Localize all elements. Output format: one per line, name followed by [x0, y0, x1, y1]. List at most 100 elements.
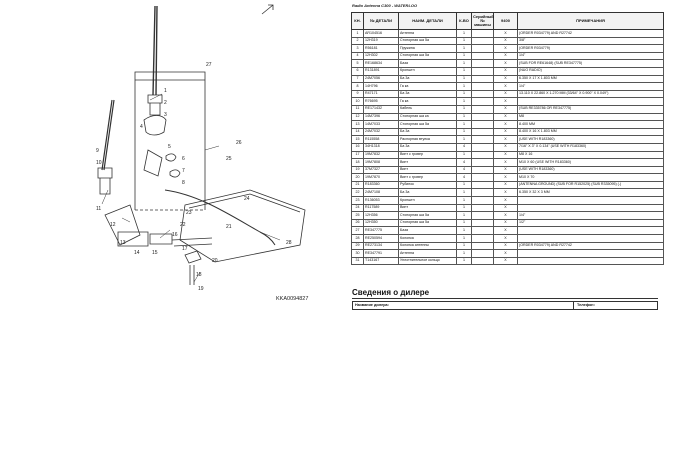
cell-part-name: Ба 3а [398, 142, 457, 152]
cell-part-name: Антенна [398, 249, 457, 258]
cell-key-number: 26 [351, 218, 364, 228]
cell-part-name: Винт [398, 158, 457, 167]
callout-3: 3 [164, 112, 167, 118]
cell-serial-number [471, 158, 494, 167]
orientation-arrow-icon [261, 4, 274, 15]
callout-20: 20 [212, 258, 218, 264]
cell-key-number: 9 [351, 89, 364, 99]
cell-key-number: 1 [351, 29, 364, 38]
cell-notes [517, 97, 664, 106]
cell-serial-number [471, 173, 494, 182]
cell-notes: 7/16" X 3" X 0.134" (USE WITH R183360) [517, 142, 664, 152]
cell-notes [517, 234, 664, 243]
mounting-plate [179, 189, 306, 263]
cell-quantity: 1 [456, 196, 472, 205]
parts-table: КН. № ДЕТАЛИ НАИМ. ДЕТАЛИ К-ВО Серийный … [351, 12, 664, 266]
cell-model-9400: X [493, 218, 518, 228]
cell-model-9400: X [493, 82, 518, 91]
cell-key-number: 4 [351, 51, 364, 61]
cell-part-name: Стопорная ша 5а [398, 51, 457, 61]
callout-14: 14 [134, 250, 140, 256]
callout-17: 17 [182, 246, 188, 252]
cell-key-number: 5 [351, 59, 364, 68]
callout-8: 8 [182, 180, 185, 186]
cell-quantity: 1 [456, 203, 472, 213]
cell-quantity: 1 [456, 135, 472, 144]
cell-model-9400: X [493, 211, 518, 220]
cell-serial-number [471, 249, 494, 258]
cell-part-number: R131891 [363, 66, 399, 76]
cell-part-number: 19M7870 [363, 173, 399, 182]
cell-model-9400: X [493, 226, 518, 236]
cell-part-name: Стопорная ша 5а [398, 120, 457, 129]
cell-part-name: Винт с гровер [398, 150, 457, 160]
callout-21: 21 [226, 224, 232, 230]
cell-part-number: R76695 [363, 97, 399, 106]
cell-key-number: 7 [351, 74, 364, 84]
cell-key-number: 11 [351, 104, 364, 114]
cell-model-9400: X [493, 89, 518, 99]
cell-serial-number [471, 59, 494, 68]
cell-part-number: 14M7033 [363, 120, 399, 129]
column-header-serial-number: Серийный № машины [471, 12, 494, 30]
cell-model-9400: X [493, 142, 518, 152]
cell-model-9400: X [493, 112, 518, 122]
cell-serial-number [471, 104, 494, 114]
callout-18: 18 [196, 272, 202, 278]
cell-key-number: 27 [351, 226, 364, 236]
cell-part-number: 12H356 [363, 211, 399, 220]
cell-quantity: 1 [456, 150, 472, 160]
cell-notes [517, 256, 664, 266]
cell-quantity: 1 [456, 211, 472, 220]
cell-model-9400: X [493, 104, 518, 114]
cell-serial-number [471, 256, 494, 266]
cell-part-number: 37M7327 [363, 165, 399, 175]
cell-part-number: R115558 [363, 135, 399, 144]
cell-part-number: R47171 [363, 89, 399, 99]
cell-quantity: 1 [456, 66, 472, 76]
cell-serial-number [471, 142, 494, 152]
cell-part-number: RE250594 [363, 234, 399, 243]
cell-quantity: 4 [456, 158, 472, 167]
cell-serial-number [471, 89, 494, 99]
assembly-box [134, 71, 206, 210]
cell-key-number: 22 [351, 188, 364, 198]
cell-part-number: 12H302 [363, 51, 399, 61]
cell-part-number: R183360 [363, 180, 399, 190]
cell-quantity: 1 [456, 51, 472, 61]
cell-part-name: Кронштн [398, 196, 457, 205]
callout-25: 25 [226, 156, 232, 162]
cell-part-number: R56181 [363, 44, 399, 53]
cell-model-9400: X [493, 158, 518, 167]
cell-model-9400: X [493, 203, 518, 213]
cell-part-name: Кронштн [398, 66, 457, 76]
cell-serial-number [471, 211, 494, 220]
cell-part-name: Ба 3а [398, 127, 457, 137]
cell-key-number: 21 [351, 180, 364, 190]
cell-model-9400: X [493, 241, 518, 251]
cell-model-9400: X [493, 74, 518, 84]
cell-model-9400: X [493, 196, 518, 205]
cell-model-9400: X [493, 36, 518, 46]
callout-15: 15 [152, 250, 158, 256]
cell-quantity: 1 [456, 127, 472, 137]
cell-serial-number [471, 36, 494, 46]
cell-quantity: 1 [456, 104, 472, 114]
cell-key-number: 13 [351, 120, 364, 129]
cell-serial-number [471, 165, 494, 175]
cell-key-number: 23 [351, 196, 364, 205]
cell-model-9400: X [493, 249, 518, 258]
